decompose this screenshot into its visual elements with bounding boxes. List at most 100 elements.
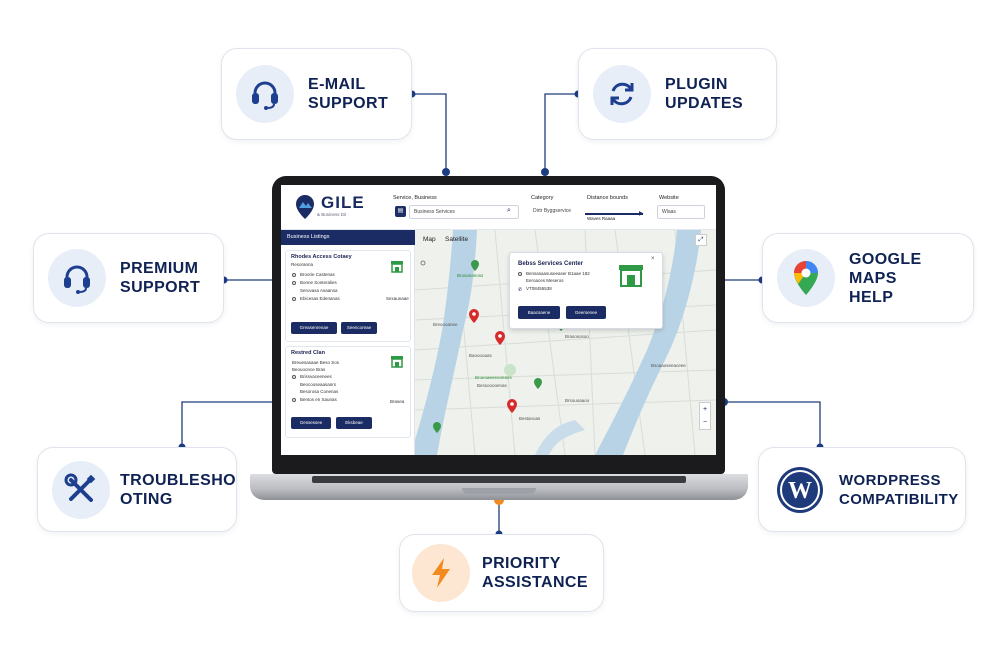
search-label: Service, Business	[393, 195, 437, 201]
location-select[interactable]: Wlaas	[657, 205, 705, 219]
troubleshooting-card[interactable]: TROUBLESHO OTING	[37, 447, 237, 532]
wordpress-compatibility-card[interactable]: W WORDPRESS COMPATIBILITY	[758, 447, 966, 532]
email-support-card[interactable]: E-MAIL SUPPORT	[221, 48, 412, 140]
headset-icon	[48, 249, 106, 307]
listing-line: Bentos en Saunas	[300, 397, 337, 402]
location-label: Website	[659, 195, 679, 201]
location-icon	[292, 273, 296, 277]
connector-plugin	[544, 93, 578, 172]
popup-close-icon[interactable]: ×	[651, 256, 655, 262]
listing-secondary-button[interactable]: Seencoreae	[341, 322, 377, 334]
listing-secondary-button[interactable]: Eksbeae	[336, 417, 372, 429]
store-icon	[391, 356, 403, 368]
email-support-label: E-MAIL SUPPORT	[308, 76, 389, 112]
map-view[interactable]: Map Satellite ⤢ Brosananoss Breoooanee B…	[415, 230, 716, 455]
listing-link[interactable]: Brasea	[390, 399, 405, 404]
sidebar-title: Business Listings	[281, 230, 415, 245]
popup-line: VT08455538	[526, 286, 552, 291]
distance-label: Distance bounds	[587, 195, 628, 201]
listing-line: Ebicesas Edenanas	[300, 296, 340, 301]
tab-map[interactable]: Map	[423, 236, 436, 243]
laptop-hinge	[312, 476, 686, 483]
connector-email	[412, 93, 447, 172]
map-marker-red	[469, 309, 517, 413]
headset-icon	[236, 65, 294, 123]
store-icon	[619, 265, 643, 287]
popup-title: Bebss Services Center	[518, 261, 584, 267]
tab-satellite[interactable]: Satellite	[445, 236, 469, 243]
listing-line: Broorie Castenas	[300, 272, 335, 277]
map-label: Baooooaas	[469, 353, 492, 358]
refresh-icon	[593, 65, 651, 123]
listing-primary-button[interactable]: Greasenrenae	[291, 322, 337, 334]
google-maps-pin-icon	[777, 249, 835, 307]
listing-line: Beouoonce Bras	[292, 367, 326, 372]
map-label: Bsoaaoseeaceee	[651, 363, 686, 368]
listing-primary-button[interactable]: Gessessee	[291, 417, 331, 429]
listing-link[interactable]: Sexaunaae	[386, 296, 409, 301]
phone-icon	[292, 281, 296, 285]
phone-icon	[292, 375, 296, 379]
zoom-in-icon[interactable]: +	[702, 406, 708, 413]
popup-secondary-button[interactable]: Geersenee	[566, 306, 606, 319]
distance-value: Waves Raaaa	[587, 216, 616, 221]
google-maps-help-label: GOOGLE MAPS HELP	[849, 250, 922, 306]
listing-line: Seruvasa Asaansa	[300, 288, 338, 293]
listing-title: Restred Clan	[291, 350, 325, 356]
plugin-updates-label: PLUGIN UPDATES	[665, 76, 744, 112]
wrench-screwdriver-icon	[52, 460, 110, 519]
wordpress-icon: W	[771, 460, 829, 519]
connector-node	[442, 168, 450, 176]
location-icon	[518, 272, 522, 276]
laptop-screen: GILE & Business Dir Service, Business ▤ …	[281, 185, 716, 455]
app-logo-sub: & Business Dir	[317, 212, 347, 217]
map-location-dot	[420, 260, 426, 266]
listings-sidebar: Business Listings Rhodes Access Cotaey R…	[281, 230, 415, 455]
slider-arrow-icon: ▶	[639, 211, 644, 217]
plugin-updates-card[interactable]: PLUGIN UPDATES	[578, 48, 777, 140]
popup-primary-button[interactable]: Baacsaene	[518, 306, 560, 319]
listing-line: Bonne Sonteralies	[300, 280, 337, 285]
web-icon	[292, 297, 296, 301]
app-header: GILE & Business Dir Service, Business ▤ …	[281, 185, 716, 230]
map-label: Brosananoss	[457, 273, 484, 278]
category-label: Category	[531, 195, 554, 201]
premium-support-card[interactable]: PREMIUM SUPPORT	[33, 233, 224, 323]
listing-card[interactable]: Rhodes Access Cotaey Resoranna Broorie C…	[285, 250, 411, 342]
fullscreen-icon[interactable]: ⤢	[695, 234, 707, 246]
listing-card[interactable]: Restred Clan Breuesasaae Beso Sos Beouoo…	[285, 346, 411, 438]
logo-pin-icon	[296, 195, 314, 219]
listing-line: Besorosa Conenas	[300, 389, 339, 394]
map-info-popup[interactable]: Bebss Services Center × Bensasaasuseease…	[509, 252, 663, 329]
listing-line: Beocooseaasanrs	[300, 382, 337, 387]
phone-icon: ✆	[518, 287, 523, 293]
listing-line: Breuesasaae Beso Sos	[292, 360, 340, 365]
popup-line: Bensasaasuseeaser B1aae 182	[526, 271, 590, 276]
connector-node	[541, 168, 549, 176]
map-label: Brsouoaaoo	[565, 398, 590, 403]
wordpress-compatibility-label: WORDPRESS COMPATIBILITY	[839, 471, 959, 508]
distance-slider[interactable]	[585, 213, 643, 215]
listing-subtitle: Resoranna	[291, 262, 314, 267]
web-icon	[292, 398, 296, 402]
search-icon[interactable]: ⌕	[507, 207, 511, 214]
zoom-out-icon[interactable]: −	[702, 419, 708, 426]
store-icon	[391, 261, 403, 273]
listing-title: Rhodes Access Cotaey	[291, 254, 352, 260]
priority-assistance-card[interactable]: PRIORITY ASSISTANCE	[399, 534, 604, 612]
connector-wordpress	[724, 401, 821, 447]
map-label: Bestanoas	[519, 416, 541, 421]
priority-assistance-label: PRIORITY ASSISTANCE	[482, 555, 588, 591]
business-icon: ▤	[395, 206, 406, 217]
svg-text:W: W	[788, 478, 812, 504]
map-label: Bessooooenas	[477, 383, 507, 388]
popup-line: Eeroaces Meseros	[526, 278, 564, 283]
search-input[interactable]: Business Services	[409, 205, 519, 219]
laptop-notch	[462, 488, 536, 494]
google-maps-help-card[interactable]: GOOGLE MAPS HELP	[762, 233, 974, 323]
zoom-controls[interactable]: + −	[699, 402, 711, 430]
lightning-icon	[412, 544, 470, 602]
troubleshooting-label: TROUBLESHO OTING	[120, 471, 236, 508]
category-select[interactable]: Dirtr Byggservice	[531, 205, 577, 219]
premium-support-label: PREMIUM SUPPORT	[120, 260, 201, 296]
